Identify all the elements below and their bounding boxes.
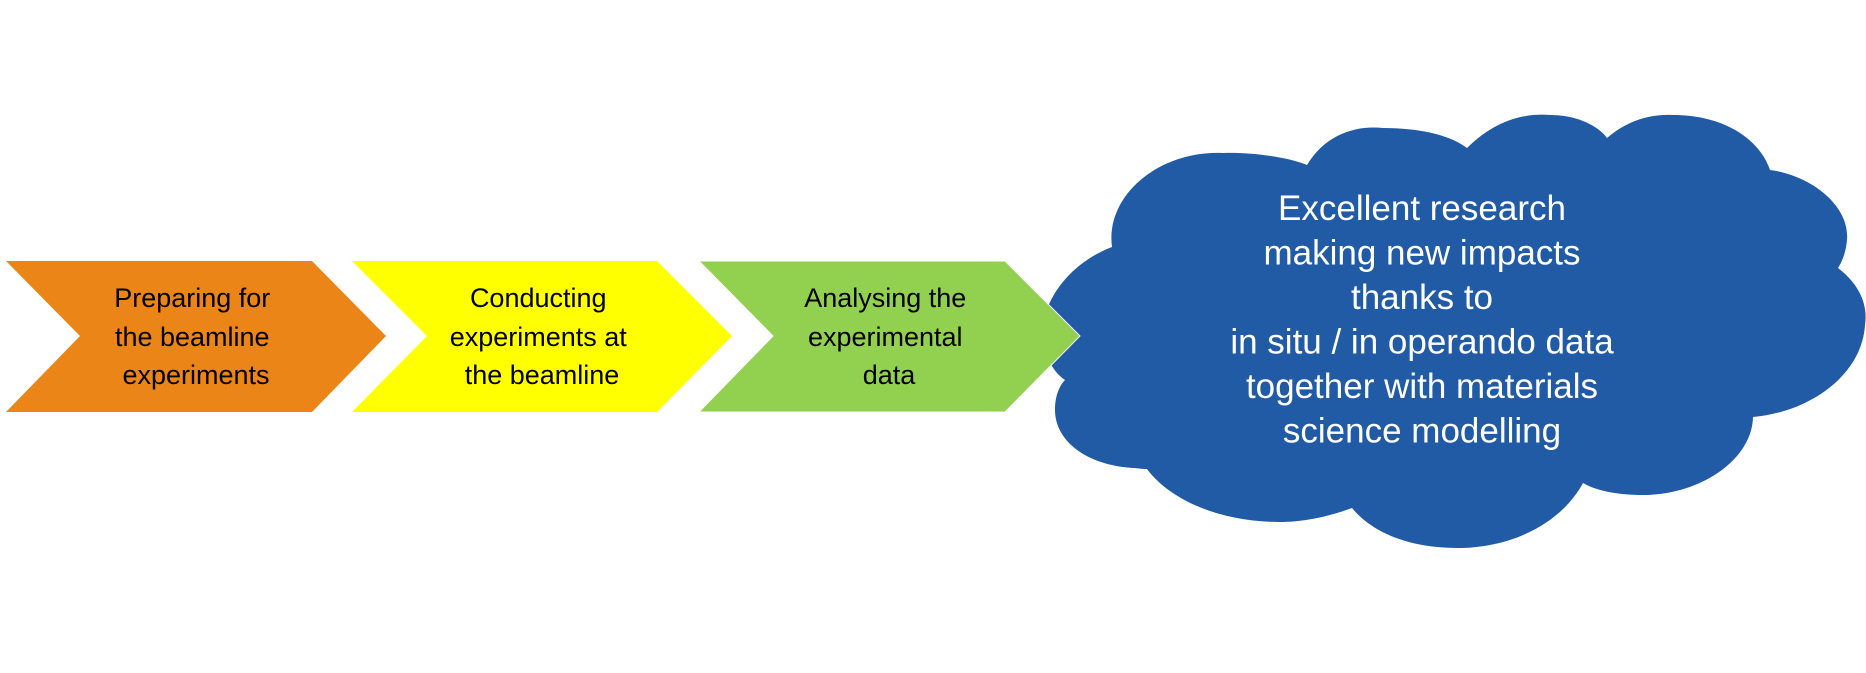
step-2-label: Conducting experiments at the beamline [450, 283, 635, 390]
cloud-shape [1043, 114, 1866, 549]
step-1-label-line: Preparing for [114, 283, 270, 313]
step-2-label-line: the beamline [465, 360, 620, 390]
cloud-text-line: Excellent research [1278, 189, 1566, 228]
step-2-chevron: Conducting experiments at the beamline [352, 261, 732, 412]
cloud-text-line: making new impacts [1263, 234, 1580, 273]
cloud-text-line: in situ / in operando data [1230, 323, 1614, 362]
step-3-shape [697, 260, 1081, 413]
cloud-text-line: thanks to [1351, 278, 1493, 317]
step-1-chevron: Preparing for the beamline experiments [6, 261, 386, 412]
cloud-text-line: together with materials [1246, 367, 1598, 406]
cloud-text-line: science modelling [1283, 412, 1561, 451]
step-2-label-line: Conducting [470, 283, 607, 313]
step-1-label-line: experiments [122, 360, 269, 390]
cloud-text: Excellent research making new impacts than… [1230, 189, 1614, 451]
step-2-shape [352, 261, 732, 412]
step-2-label-line: experiments at [450, 322, 628, 352]
step-1-label: Preparing for the beamline experiments [114, 283, 278, 390]
step-1-label-line: the beamline [115, 322, 270, 352]
step-3-label-line: experimental [808, 322, 963, 352]
outcome-cloud: Excellent research making new impacts than… [1043, 114, 1866, 549]
step-1-shape [6, 261, 386, 412]
step-3-label-line: data [863, 360, 917, 390]
step-3-label: Analysing the experimental data [804, 283, 974, 390]
cloud-text-block: Excellent research making new impacts than… [1230, 189, 1614, 451]
step-3-label-line: Analysing the [804, 283, 966, 313]
step-3-chevron: Analysing the experimental data [697, 260, 1081, 413]
